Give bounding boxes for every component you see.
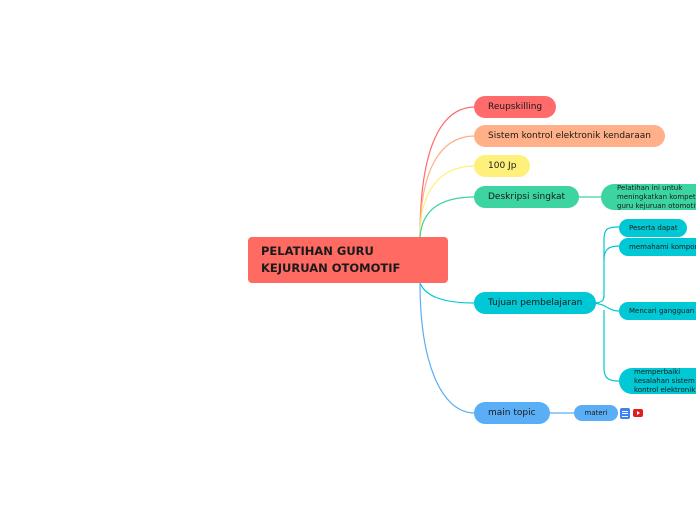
subtopic-materi[interactable]: materi — [574, 405, 618, 421]
branch-reupskilling[interactable]: Reupskilling — [474, 96, 557, 118]
branch-label: Sistem kontrol elektronik kendaraan — [488, 131, 651, 141]
branch-main-topic[interactable]: main topic — [474, 402, 550, 424]
notes-icon[interactable] — [620, 408, 630, 419]
subtopic-label: Peserta dapat — [629, 224, 678, 232]
subtopic-label: memperbaiki kesalahan sistem kontrol ele… — [634, 368, 696, 394]
branch-label: Tujuan pembelajaran — [488, 298, 583, 308]
branch-label: main topic — [488, 408, 536, 418]
root-topic-label: PELATIHAN GURU KEJURUAN OTOMOTIF — [261, 244, 401, 275]
branch-deskripsi-singkat[interactable]: Deskripsi singkat — [474, 186, 580, 208]
subtopic-mencari-gangguan[interactable]: Mencari gangguan pada — [619, 302, 696, 320]
subtopic-peserta-dapat[interactable]: Peserta dapat — [619, 219, 687, 237]
branch-sistem-kontrol[interactable]: Sistem kontrol elektronik kendaraan — [474, 125, 665, 147]
branch-100-jp[interactable]: 100 Jp — [474, 155, 531, 177]
subtopic-label: memahami komponen — [629, 243, 696, 251]
branch-label: 100 Jp — [488, 161, 517, 171]
branch-tujuan-pembelajaran[interactable]: Tujuan pembelajaran — [474, 292, 597, 314]
video-icon[interactable] — [633, 409, 643, 417]
subtopic-label: materi — [584, 409, 608, 417]
branch-label: Reupskilling — [488, 102, 543, 112]
root-topic[interactable]: PELATIHAN GURU KEJURUAN OTOMOTIF — [248, 237, 448, 283]
subtopic-memperbaiki-kesalahan[interactable]: memperbaiki kesalahan sistem kontrol ele… — [619, 368, 696, 394]
subtopic-label: Mencari gangguan pada — [629, 307, 696, 315]
subtopic-label: Pelatihan ini untuk meningkatkan kompete… — [617, 184, 696, 210]
subtopic-memahami-komponen[interactable]: memahami komponen — [619, 238, 696, 256]
branch-label: Deskripsi singkat — [488, 192, 566, 202]
subtopic-deskripsi[interactable]: Pelatihan ini untuk meningkatkan kompete… — [601, 184, 696, 210]
